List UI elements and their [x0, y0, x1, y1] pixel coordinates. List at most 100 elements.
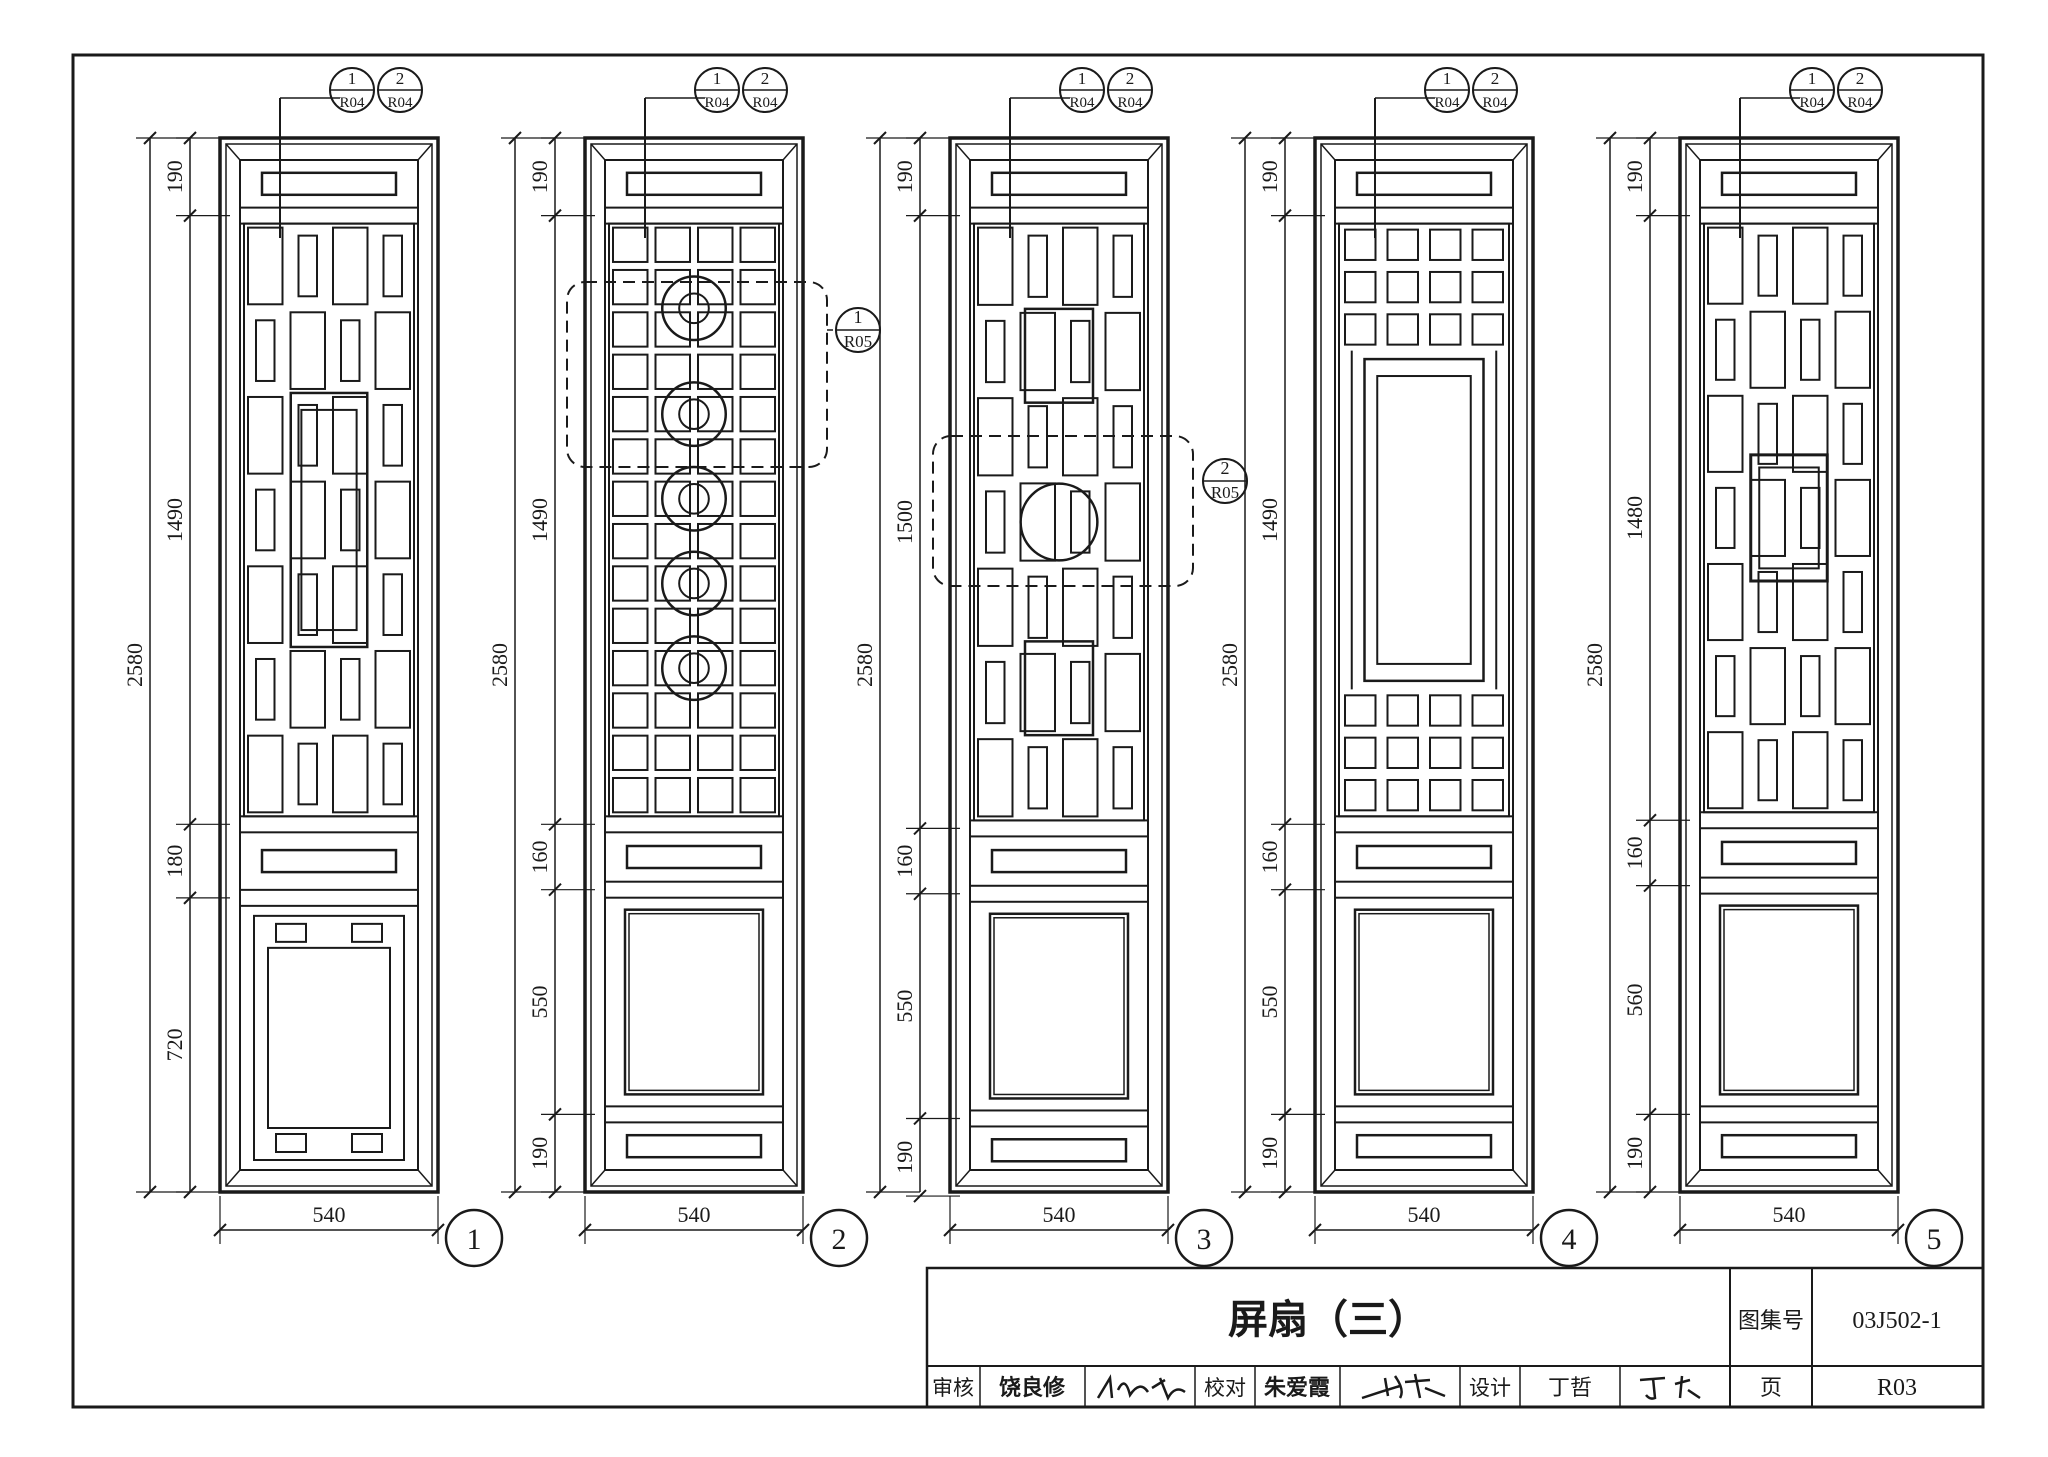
dim-segment-label: 550 — [527, 986, 552, 1019]
panel-number: 5 — [1927, 1223, 1942, 1256]
lattice-cell — [1344, 270, 1377, 304]
rail — [969, 819, 1149, 838]
fret-cell — [1842, 402, 1863, 465]
rail — [1699, 1105, 1879, 1124]
line — [1320, 1169, 1336, 1187]
ref-number: 1 — [348, 69, 357, 88]
cloud-ornament — [660, 381, 728, 448]
lattice-cell — [1386, 778, 1419, 812]
lattice-cell — [612, 565, 649, 602]
fret-cell — [247, 226, 284, 306]
lattice-cell — [1429, 270, 1462, 304]
lattice-cell — [1386, 313, 1419, 346]
fret-cell — [332, 226, 369, 306]
fret-cell — [255, 319, 276, 382]
detail-callout-1-sheet: R05 — [844, 332, 872, 351]
fret-cell — [1842, 739, 1863, 802]
lattice-cell — [612, 776, 649, 814]
lattice-cell — [739, 226, 776, 263]
fret-cell — [1757, 234, 1778, 297]
atlas-label: 图集号 — [1738, 1309, 1804, 1334]
dim-tick — [548, 1107, 562, 1122]
panel-outer-frame — [1313, 136, 1535, 1194]
cloud-ornament — [660, 550, 728, 617]
mid-slot — [625, 844, 763, 870]
fret-cell — [382, 234, 403, 298]
dim-width-label: 540 — [1773, 1202, 1806, 1227]
window-square — [1023, 307, 1095, 404]
dim-segment-label: 190 — [1622, 1137, 1647, 1170]
fret-cell — [1792, 394, 1829, 473]
fret-cell — [382, 742, 403, 806]
ref-number: 2 — [761, 69, 770, 88]
dim-tick — [796, 1223, 810, 1237]
lattice-cell — [612, 268, 649, 306]
ref-number: 2 — [396, 69, 405, 88]
dim-tick — [1308, 1223, 1322, 1237]
line — [1512, 1169, 1528, 1187]
rail — [969, 884, 1149, 903]
ref-sheet: R04 — [752, 95, 778, 111]
cloud-ornament — [678, 567, 710, 600]
reviewer-signature — [1096, 1374, 1186, 1401]
fret-corner — [275, 1133, 307, 1153]
dim-tick — [1643, 878, 1657, 893]
fret-cell — [1757, 570, 1778, 634]
fret-cell — [374, 480, 411, 560]
line — [225, 143, 241, 161]
lattice-border — [973, 222, 1145, 822]
raised-panel — [623, 908, 765, 1096]
dim-tick — [1643, 813, 1657, 827]
raised-panel — [988, 912, 1130, 1100]
dim-tick — [1238, 1185, 1252, 1199]
fret-cell — [1707, 226, 1744, 305]
lattice-cell — [1386, 228, 1419, 261]
detail-callout-2: 2 R05 — [932, 435, 1248, 587]
fret-cell — [1800, 655, 1821, 718]
dim-total-label: 2580 — [487, 643, 512, 687]
lattice-border — [1338, 222, 1510, 818]
fret-cell — [1027, 746, 1048, 810]
dim-tick — [1603, 1185, 1617, 1199]
panel-inner-frame — [1320, 143, 1528, 1187]
panel-stile-line — [239, 159, 419, 1171]
fret-cell — [1062, 738, 1099, 818]
dim-tick — [213, 1223, 227, 1237]
rail — [604, 815, 784, 834]
detail-callout-2-sheet: R05 — [1211, 483, 1239, 502]
line — [955, 1169, 971, 1187]
fret-cell — [1104, 311, 1141, 392]
line — [590, 143, 606, 161]
panel-number-circle — [1539, 1208, 1599, 1268]
panel-inner-frame — [1685, 143, 1893, 1187]
lattice-cell — [654, 776, 691, 814]
dim-tick — [1278, 208, 1292, 223]
rail — [1699, 876, 1879, 895]
dim-tick — [913, 208, 927, 223]
fret-cell — [255, 488, 276, 552]
lattice-cell — [1471, 228, 1504, 261]
lattice-cell — [612, 226, 649, 263]
fret-cell — [255, 657, 276, 721]
lattice-cell — [739, 353, 776, 390]
lattice-cell — [739, 522, 776, 560]
dim-segment-label: 190 — [527, 160, 552, 193]
fret-cell — [1019, 311, 1056, 392]
dim-segment-label: 190 — [527, 1137, 552, 1170]
dim-segment-label: 190 — [1257, 160, 1282, 193]
dim-segment-label: 560 — [1622, 983, 1647, 1016]
dim-tick — [183, 208, 197, 223]
lattice-cell — [612, 522, 649, 560]
lattice-border — [608, 222, 780, 818]
check-label: 校对 — [1204, 1376, 1246, 1400]
lattice-cell — [739, 438, 776, 475]
fret-cell — [1834, 647, 1871, 726]
fret-cell — [332, 565, 369, 644]
dim-tick — [183, 891, 197, 905]
raised-panel — [1718, 904, 1860, 1096]
lattice-cell — [739, 734, 776, 771]
panel-number: 2 — [832, 1223, 847, 1256]
fret-cell — [1019, 482, 1056, 562]
